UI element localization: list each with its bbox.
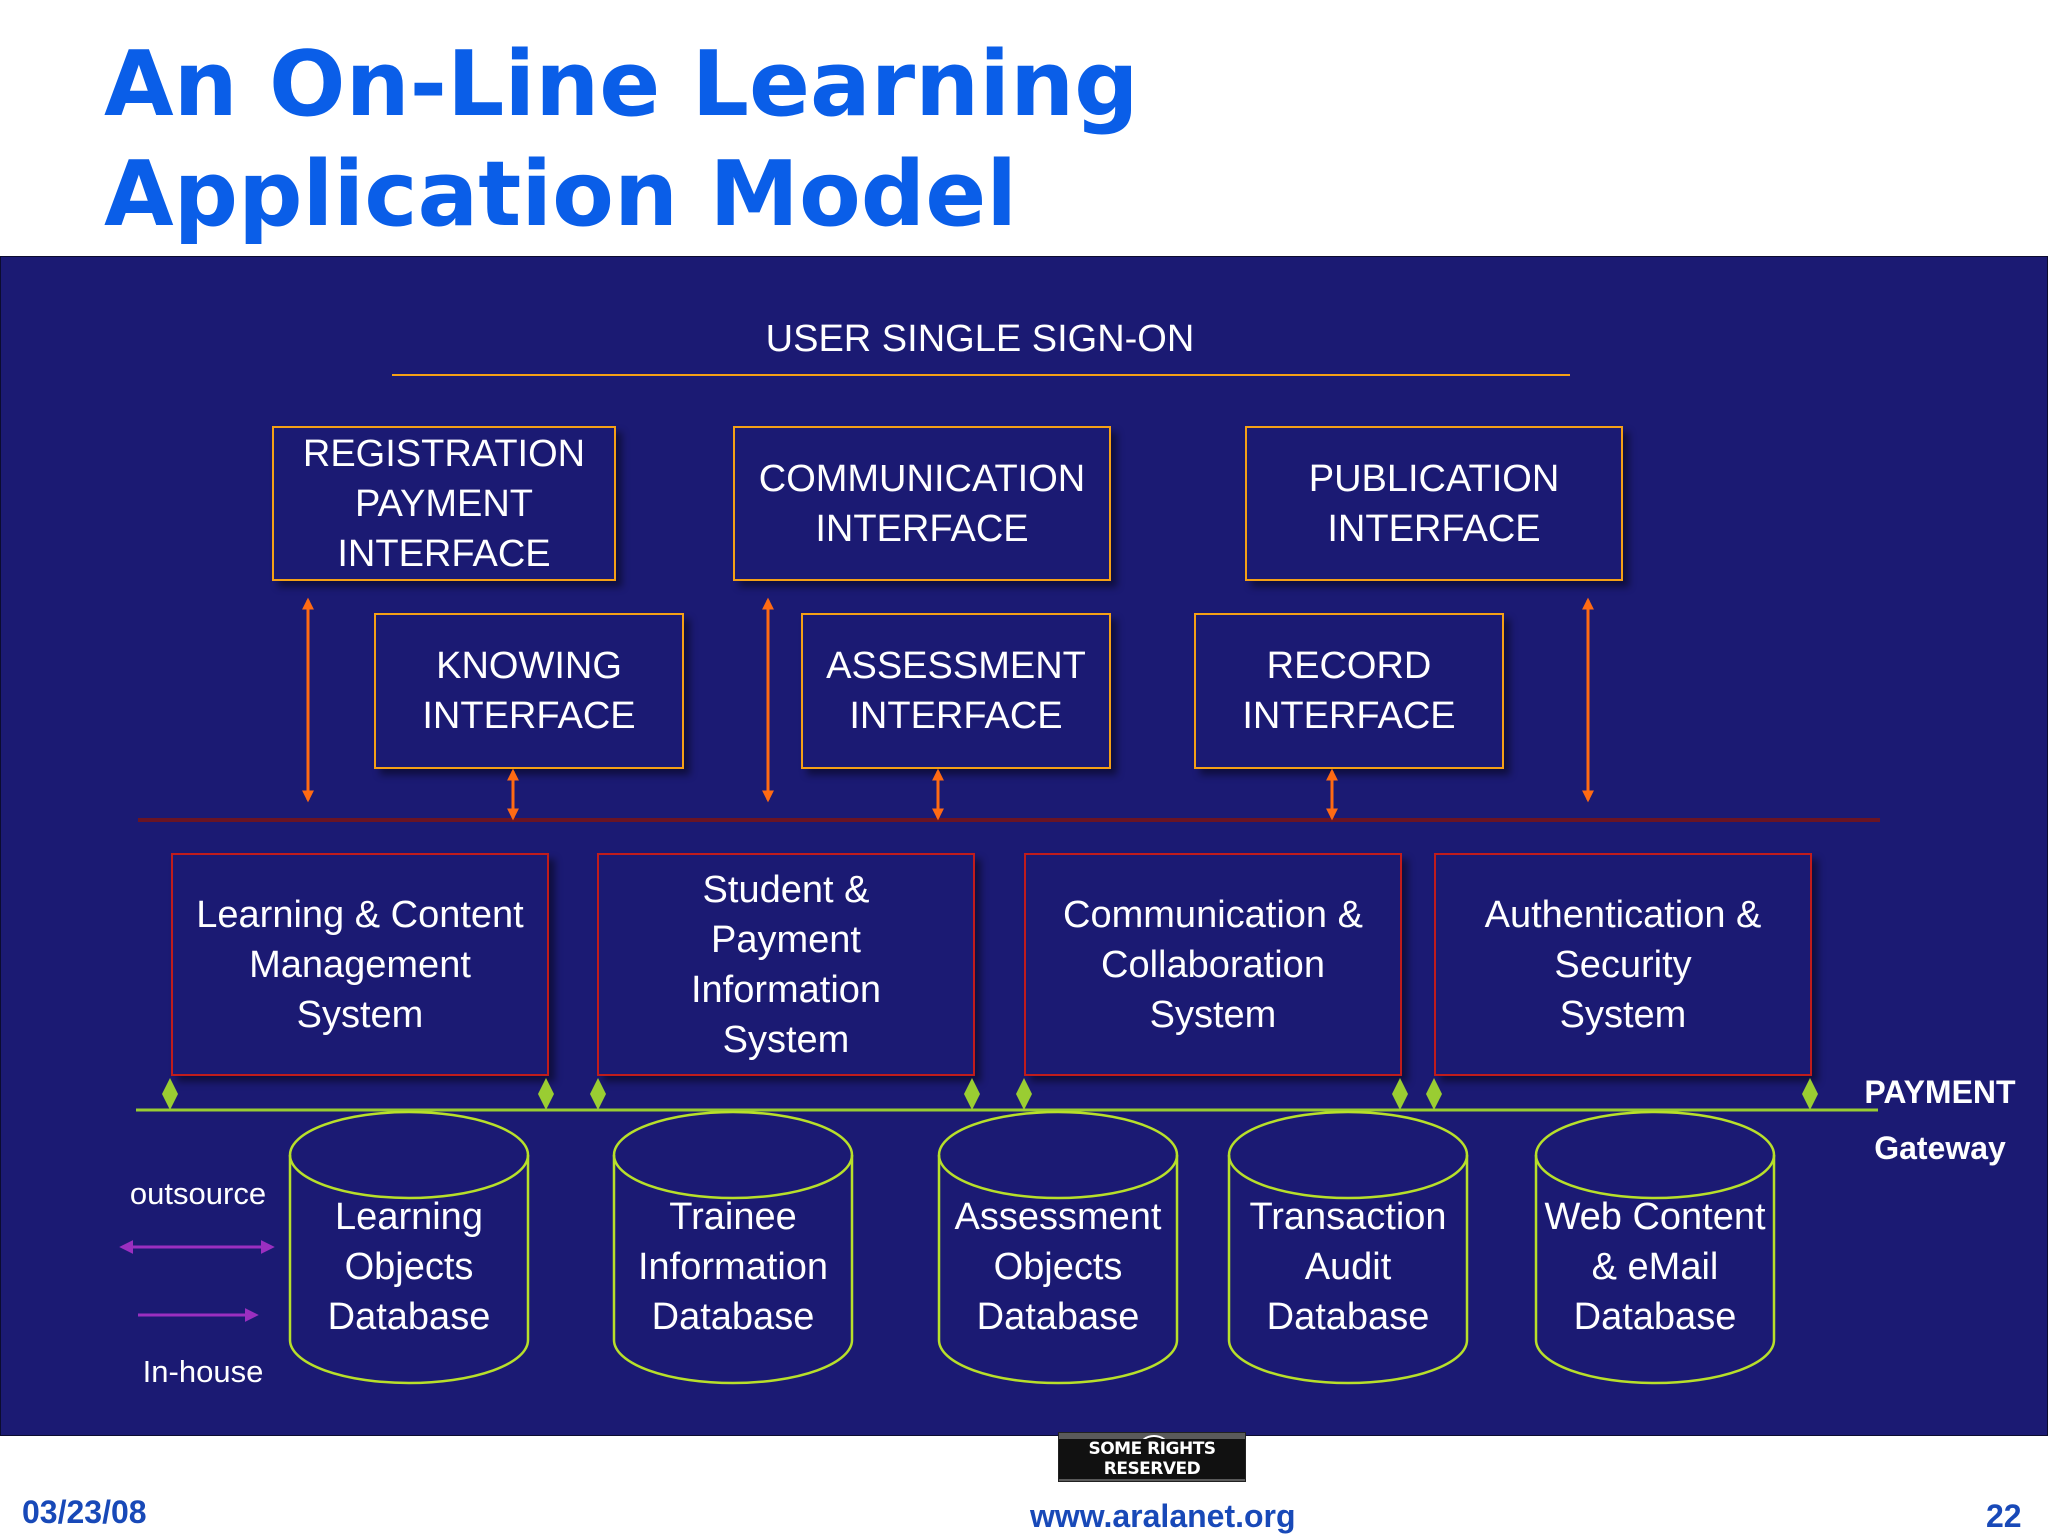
database-line: Objects [993, 1246, 1123, 1288]
gateway-label: Gateway [1874, 1130, 2006, 1166]
box-line: INTERFACE [1327, 507, 1541, 550]
database-cylinder-top-ring [612, 1154, 854, 1200]
footer-url: www.aralanet.org [1030, 1498, 1296, 1534]
box-line: INTERFACE [849, 695, 1063, 737]
communication-interface-box: COMMUNICATION INTERFACE [733, 426, 1111, 581]
box-line: Collaboration [1101, 943, 1325, 986]
payment-label: PAYMENT [1864, 1074, 2016, 1110]
database-cylinder-top-ring [937, 1154, 1179, 1200]
box-line: RECORD [1266, 645, 1432, 687]
web-content-email-database-label: Web Content & eMail Database [1536, 1192, 1774, 1342]
database-cylinder-top-ring [288, 1154, 530, 1200]
title-line-1: An On-Line Learning [104, 32, 1139, 137]
database-line: Learning [335, 1196, 483, 1238]
learning-objects-database-label: Learning Objects Database [290, 1192, 528, 1342]
box-line: REGISTRATION [302, 432, 586, 475]
publication-interface-box: PUBLICATION INTERFACE [1245, 426, 1623, 581]
registration-payment-interface-box: REGISTRATION PAYMENT INTERFACE [272, 426, 616, 581]
green-diamond-connector [1802, 1078, 1818, 1110]
database-line: Database [976, 1296, 1140, 1338]
green-diamond-connector [590, 1078, 606, 1110]
box-line: Student & [702, 868, 870, 911]
green-diamond-connector [964, 1078, 980, 1110]
title-line-2: Application Model [104, 142, 1018, 247]
payment-gateway-label: PAYMENT Gateway [1840, 1064, 2040, 1176]
cc-badge-text: SOME RIGHTS RESERVED [1059, 1439, 1245, 1479]
box-line: KNOWING [436, 645, 622, 687]
green-diamond-connector [162, 1078, 178, 1110]
database-line: Database [1266, 1296, 1430, 1338]
green-diamond-connector [1392, 1078, 1408, 1110]
box-line: System [1559, 993, 1687, 1036]
assessment-interface-box: ASSESSMENT INTERFACE [801, 613, 1111, 769]
inhouse-legend-label: In-house [142, 1354, 264, 1389]
green-diamond-connector [1426, 1078, 1442, 1110]
transaction-audit-database-label: Transaction Audit Database [1229, 1192, 1467, 1342]
box-line: ASSESSMENT [826, 645, 1086, 687]
box-line: System [722, 1018, 850, 1061]
box-line: INTERFACE [422, 695, 636, 737]
database-line: Objects [344, 1246, 474, 1288]
assessment-objects-database-cylinder [937, 1110, 1179, 1385]
database-line: & eMail [1591, 1246, 1719, 1288]
box-line: PAYMENT [354, 482, 534, 525]
outsource-legend-label: outsource [129, 1176, 267, 1211]
box-line: Communication & [1063, 893, 1363, 936]
student-payment-information-system-box: Student & Payment Information System [597, 853, 975, 1076]
box-line: Information [690, 968, 882, 1011]
database-line: Database [327, 1296, 491, 1338]
box-line: Management [249, 943, 471, 986]
box-line: INTERFACE [337, 532, 551, 575]
database-line: Database [1573, 1296, 1737, 1338]
database-cylinder-top-ring [1227, 1154, 1469, 1200]
box-line: System [296, 993, 424, 1036]
box-line: Security [1554, 943, 1692, 986]
green-diamond-connector [1016, 1078, 1032, 1110]
database-line: Trainee [669, 1196, 797, 1238]
box-line: Authentication & [1484, 893, 1762, 936]
database-line: Information [637, 1246, 829, 1288]
box-line: System [1149, 993, 1277, 1036]
database-line: Transaction [1249, 1196, 1447, 1238]
footer-page-number: 22 [1986, 1498, 2022, 1534]
bus-connectors [162, 1078, 1818, 1110]
record-interface-box: RECORD INTERFACE [1194, 613, 1504, 769]
communication-collaboration-system-box: Communication & Collaboration System [1024, 853, 1402, 1076]
database-line: Assessment [954, 1196, 1162, 1238]
box-line: INTERFACE [815, 507, 1029, 550]
box-line: Payment [711, 918, 861, 961]
database-cylinder-top-ring [1534, 1154, 1776, 1200]
box-line: COMMUNICATION [758, 457, 1086, 500]
database-line: Database [651, 1296, 815, 1338]
authentication-security-system-box: Authentication & Security System [1434, 853, 1812, 1076]
creative-commons-badge: cc SOME RIGHTS RESERVED [1058, 1432, 1246, 1482]
box-line: INTERFACE [1242, 695, 1456, 737]
box-line: PUBLICATION [1308, 457, 1560, 500]
assessment-objects-database-label: Assessment Objects Database [939, 1192, 1177, 1342]
database-line: Web Content [1544, 1196, 1766, 1238]
slide-title: An On-Line Learning Application Model [104, 30, 1139, 250]
learning-objects-database-cylinder [288, 1110, 530, 1385]
box-line: Learning & Content [196, 893, 524, 936]
trainee-information-database-cylinder [612, 1110, 854, 1385]
sso-label: USER SINGLE SIGN-ON [765, 318, 1195, 360]
database-line: Audit [1304, 1246, 1392, 1288]
footer-date: 03/23/08 [22, 1494, 147, 1530]
learning-content-management-system-box: Learning & Content Management System [171, 853, 549, 1076]
knowing-interface-box: KNOWING INTERFACE [374, 613, 684, 769]
trainee-information-database-label: Trainee Information Database [614, 1192, 852, 1342]
web-content-email-database-cylinder [1534, 1110, 1776, 1385]
green-diamond-connector [538, 1078, 554, 1110]
transaction-audit-database-cylinder [1227, 1110, 1469, 1385]
